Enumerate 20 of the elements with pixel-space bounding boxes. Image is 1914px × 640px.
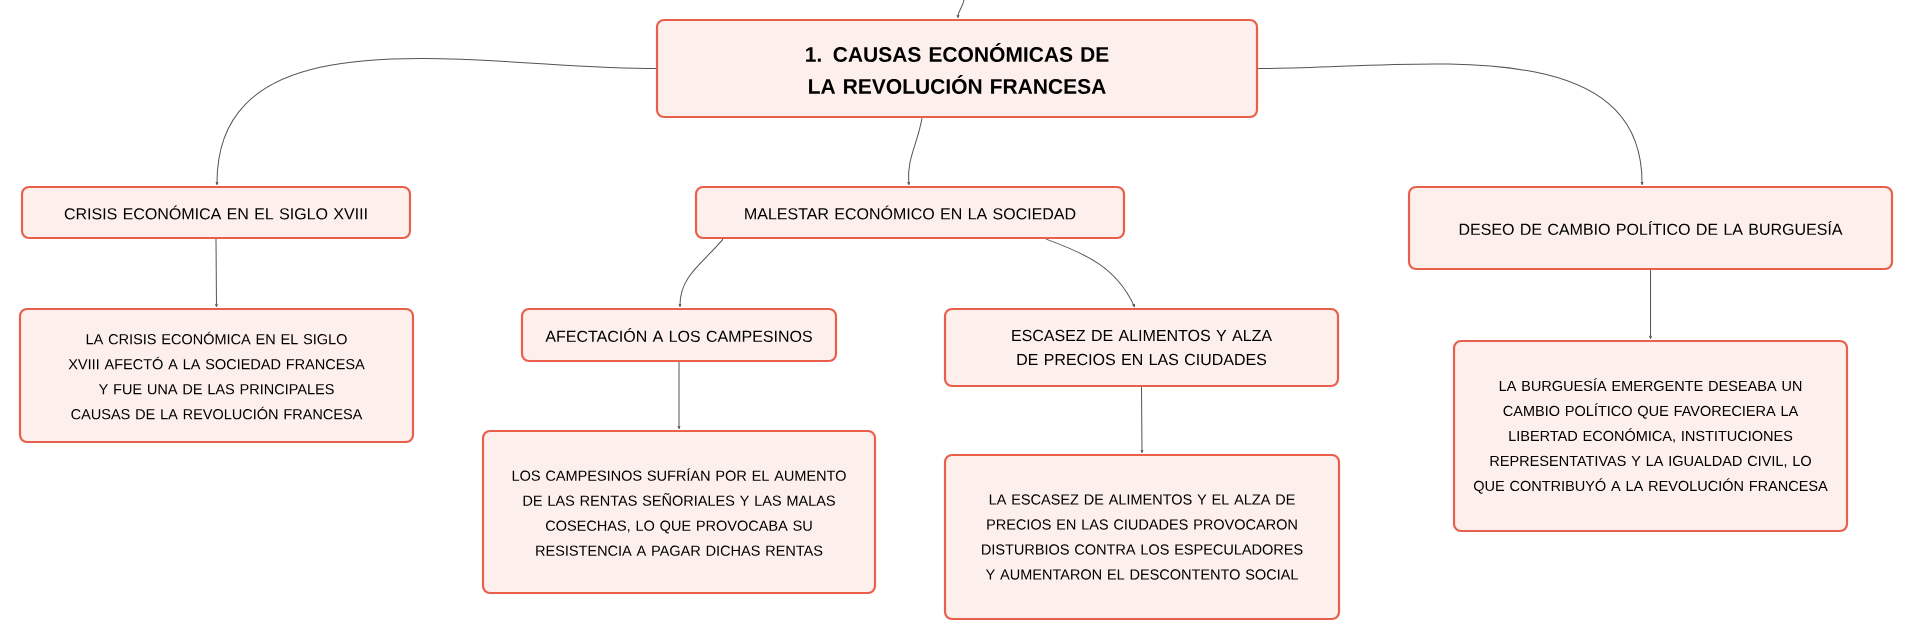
topic-box: ESCASEZ DE ALIMENTOS Y ALZA DE PRECIOS EN LAS CIUDADES <box>943 307 1340 388</box>
description-box: LA CRISIS ECONÓMICA EN EL SIGLO XVIII AFECTÓ A LA SOCIEDAD FRANCESA Y FUE UNA DE LAS PRINCIPALES CAUSAS DE LA REVOLUCIÓN FRANCESA <box>18 307 415 444</box>
topic-box: CRISIS ECONÓMICA EN EL SIGLO XVIII <box>20 185 412 240</box>
connector-arrow <box>215 238 218 308</box>
description-box: LA BURGUESÍA EMERGENTE DESEABA UN CAMBIO POLÍTICO QUE FAVORECIERA LA LIBERTAD ECONÓMICA, INSTITUCIONES REPRESENTATIVAS Y LA IGUALDAD CIVIL, LO QUE CONTRIBUYÓ A LA REVOLUCIÓN FRANCESA <box>1452 339 1849 533</box>
topic-box: DESEO DE CAMBIO POLÍTICO DE LA BURGUESÍA <box>1407 185 1894 271</box>
connector-arrow <box>1140 386 1144 454</box>
description-box: LA ESCASEZ DE ALIMENTOS Y EL ALZA DE PRECIOS EN LAS CIUDADES PROVOCARON DISTURBIOS CONTRA LOS ESPECULADORES Y AUMENTARON EL DESCONTENTO SOCIAL <box>943 453 1341 621</box>
connector-arrow <box>678 238 724 308</box>
connector-arrow <box>1045 238 1135 308</box>
title-box: 1. CAUSAS ECONÓMICAS DE LA REVOLUCIÓN FRANCESA <box>655 18 1259 119</box>
connector-arrow <box>1257 63 1644 186</box>
topic-box: AFECTACIÓN A LOS CAMPESINOS <box>520 307 838 363</box>
connector-arrow <box>956 0 965 19</box>
connector-arrow <box>215 58 657 186</box>
connector-arrow <box>1649 269 1652 340</box>
connector-arrow <box>677 361 681 430</box>
connector-arrow <box>907 117 923 186</box>
topic-box: MALESTAR ECONÓMICO EN LA SOCIEDAD <box>694 185 1126 240</box>
description-box: LOS CAMPESINOS SUFRÍAN POR EL AUMENTO DE LAS RENTAS SEÑORIALES Y LAS MALAS COSECHAS, LO QUE PROVOCABA SU RESISTENCIA A PAGAR DICHAS RENTAS <box>481 429 877 595</box>
